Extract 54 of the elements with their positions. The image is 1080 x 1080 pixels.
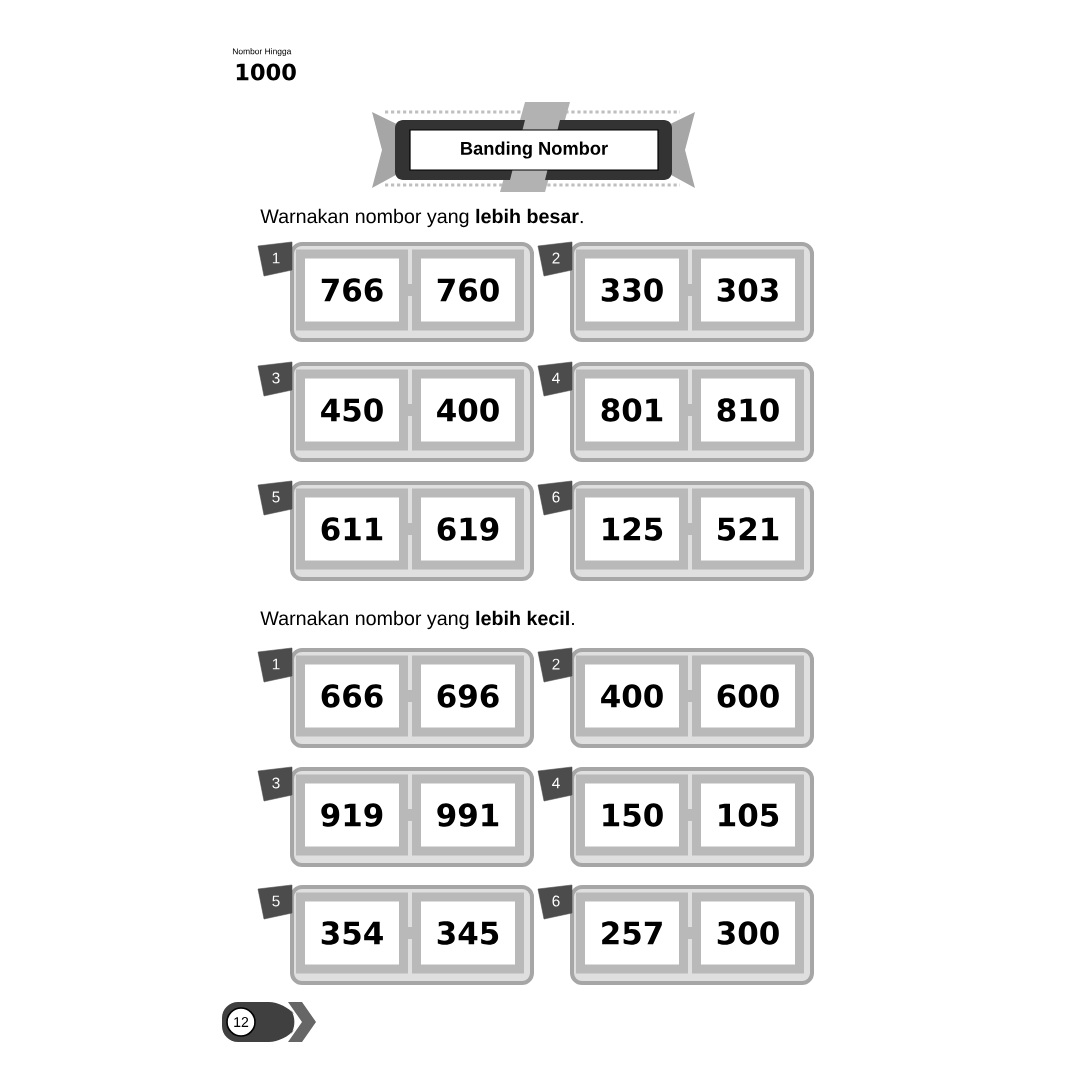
instruction: Warnakan nombor yang lebih kecil. — [260, 610, 574, 630]
header-number: 1000 — [236, 63, 296, 81]
number-frame: 521 — [692, 488, 804, 570]
number-frame: 303 — [692, 249, 804, 331]
connector-bar — [688, 523, 692, 535]
number-frame: 257 — [576, 892, 688, 974]
number-frame: 125 — [576, 488, 688, 570]
number-badge: 4 — [537, 361, 573, 397]
number-frame: 105 — [692, 774, 804, 856]
connector-bar — [688, 284, 692, 296]
number-frame: 611 — [296, 488, 408, 570]
number-frame: 450 — [296, 369, 408, 451]
number-frame: 345 — [412, 892, 524, 974]
number-badge: 4 — [537, 766, 573, 802]
connector-bar — [408, 404, 412, 416]
number-frame: 801 — [576, 369, 688, 451]
connector-bar — [408, 927, 412, 939]
number-badge: 2 — [537, 241, 573, 277]
connector-bar — [408, 690, 412, 702]
connector-bar — [688, 690, 692, 702]
connector-bar — [408, 284, 412, 296]
number-frame: 600 — [692, 655, 804, 737]
instruction: Warnakan nombor yang lebih besar. — [260, 208, 583, 228]
number-frame: 330 — [576, 249, 688, 331]
header-text: Nombor Hingga — [232, 48, 292, 56]
connector-bar — [408, 523, 412, 535]
connector-bar — [408, 809, 412, 821]
connector-bar — [688, 404, 692, 416]
connector-bar — [688, 809, 692, 821]
number-frame: 400 — [412, 369, 524, 451]
connector-bar — [688, 927, 692, 939]
number-frame: 400 — [576, 655, 688, 737]
number-badge: 1 — [257, 241, 293, 277]
number-frame: 150 — [576, 774, 688, 856]
number-frame: 619 — [412, 488, 524, 570]
number-frame: 810 — [692, 369, 804, 451]
number-badge: 3 — [257, 766, 293, 802]
number-badge: 2 — [537, 647, 573, 683]
number-badge: 6 — [537, 480, 573, 516]
number-frame: 696 — [412, 655, 524, 737]
number-badge: 5 — [257, 884, 293, 920]
number-badge: 5 — [257, 480, 293, 516]
number-frame: 766 — [296, 249, 408, 331]
number-frame: 760 — [412, 249, 524, 331]
number-frame: 300 — [692, 892, 804, 974]
number-frame: 991 — [412, 774, 524, 856]
number-frame: 354 — [296, 892, 408, 974]
number-frame: 919 — [296, 774, 408, 856]
number-badge: 6 — [537, 884, 573, 920]
page-number-badge: 12 — [222, 1002, 316, 1042]
number-badge: 1 — [257, 647, 293, 683]
number-badge: 3 — [257, 361, 293, 397]
title: Banding Nombor — [461, 141, 608, 159]
number-frame: 666 — [296, 655, 408, 737]
